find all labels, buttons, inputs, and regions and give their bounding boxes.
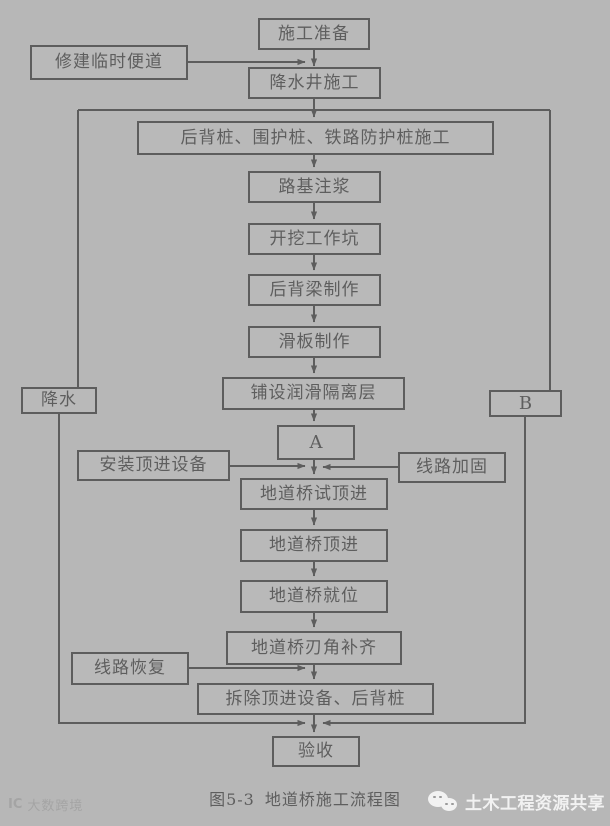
figure-caption: 图5-3 地道桥施工流程图 [0,786,610,810]
node-remove-equipment[interactable]: 拆除顶进设备、后背桩 [197,683,434,715]
node-piles[interactable]: 后背桩、围护桩、铁路防护桩施工 [137,121,494,155]
figure-caption-text: 地道桥施工流程图 [264,790,401,809]
node-blade-trim[interactable]: 地道桥刃角补齐 [226,631,402,665]
watermark-left-logo-icon: IC [8,797,23,812]
watermark-left: IC 大数跨境 [8,795,83,814]
node-acceptance[interactable]: 验收 [272,736,360,767]
node-slide-plate[interactable]: 滑板制作 [248,326,381,358]
watermark-left-text: 大数跨境 [27,799,84,814]
node-connector-b[interactable]: B [489,390,562,417]
node-trial-jacking[interactable]: 地道桥试顶进 [240,478,388,510]
node-lubrication-layer[interactable]: 铺设润滑隔离层 [222,377,405,410]
figure-caption-number: 图5-3 [209,790,255,809]
node-temp-road[interactable]: 修建临时便道 [30,45,188,80]
node-construction-prep[interactable]: 施工准备 [258,18,370,50]
wechat-icon [428,790,458,813]
watermark-right-text: 土木工程资源共享 [465,794,605,814]
node-track-restore[interactable]: 线路恢复 [71,652,189,685]
node-install-jacking[interactable]: 安装顶进设备 [77,450,230,481]
node-in-place[interactable]: 地道桥就位 [240,580,388,613]
node-dewatering-well[interactable]: 降水井施工 [248,67,381,99]
node-back-beam[interactable]: 后背梁制作 [248,274,381,306]
node-excavate-pit[interactable]: 开挖工作坑 [248,223,381,255]
node-connector-a[interactable]: A [277,425,355,460]
watermark-right: 土木工程资源共享 [428,789,605,814]
node-track-reinforce[interactable]: 线路加固 [398,452,506,483]
node-dewatering[interactable]: 降水 [21,387,97,414]
node-subgrade-grouting[interactable]: 路基注浆 [248,171,381,203]
node-jacking[interactable]: 地道桥顶进 [240,529,388,562]
